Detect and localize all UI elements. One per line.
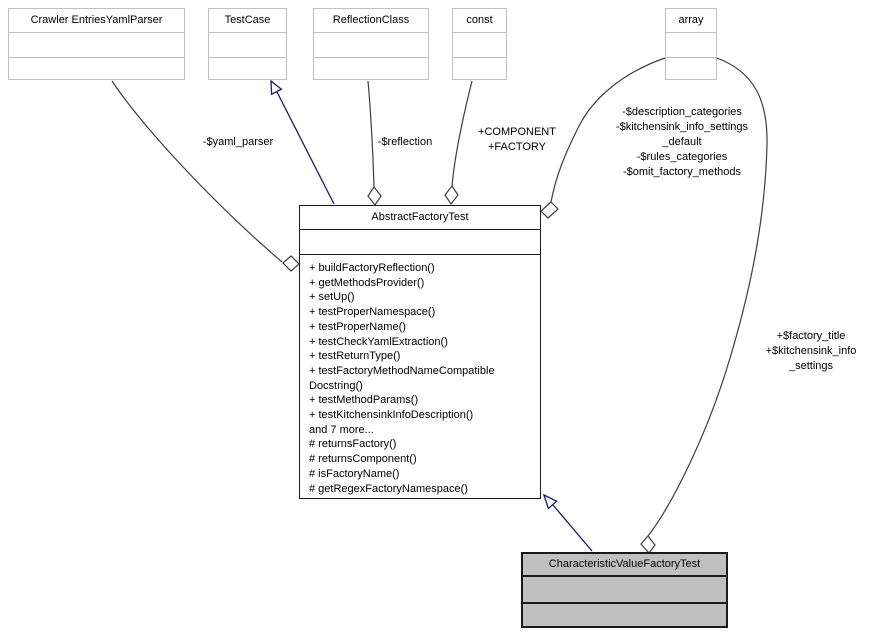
method-line: Docstring() [309, 379, 363, 392]
method-line: + testProperName() [309, 320, 406, 333]
edge-label-component-factory: +COMPONENT +FACTORY [478, 126, 556, 153]
methods-compartment: + buildFactoryReflection() + getMethodsP… [300, 255, 540, 496]
methods-compartment [523, 604, 726, 626]
edge-label-array-to-abstract: -$description_categories -$kitchensink_i… [615, 106, 749, 178]
association-edge-array-to-characteristic [647, 57, 768, 537]
attributes-compartment [300, 230, 540, 255]
class-node-abstract-factory-test[interactable]: AbstractFactoryTest + buildFactoryReflec… [299, 205, 541, 499]
class-node-const[interactable]: const [452, 8, 507, 80]
aggregation-diamond [444, 184, 459, 206]
methods-compartment [9, 58, 184, 80]
edge-label-reflection: -$reflection [377, 136, 433, 148]
methods-compartment [453, 58, 506, 80]
method-line: # returnsComponent() [309, 453, 417, 466]
class-node-reflection-class[interactable]: ReflectionClass [313, 8, 429, 80]
inheritance-edge-testcase [276, 91, 335, 205]
inheritance-arrow [270, 79, 283, 96]
inheritance-arrow [542, 493, 558, 510]
association-edge-reflection [367, 80, 375, 188]
method-line: + testMethodParams() [309, 394, 419, 407]
class-title: array [666, 9, 716, 33]
class-node-characteristic-value-factory-test[interactable]: CharacteristicValueFactoryTest [521, 552, 728, 628]
class-node-crawler-entries-yaml-parser[interactable]: Crawler EntriesYamlParser [8, 8, 185, 80]
aggregation-diamond [540, 201, 559, 219]
method-line: + getMethodsProvider() [309, 276, 425, 289]
method-line: + testKitchensinkInfoDescription() [309, 409, 474, 422]
aggregation-diamond [367, 185, 382, 207]
attributes-compartment [9, 33, 184, 58]
method-line: # getRegexFactoryNamespace() [309, 482, 468, 495]
method-line: # isFactoryName() [309, 467, 400, 480]
method-line: + setUp() [309, 291, 355, 304]
method-line: + testReturnType() [309, 350, 401, 363]
class-title: CharacteristicValueFactoryTest [523, 554, 726, 577]
class-node-array[interactable]: array [665, 8, 717, 80]
methods-compartment [666, 58, 716, 80]
aggregation-diamond [640, 535, 656, 554]
method-line: + buildFactoryReflection() [309, 262, 435, 274]
class-title: Crawler EntriesYamlParser [9, 9, 184, 33]
method-line: + testCheckYamlExtraction() [309, 335, 448, 348]
methods-compartment [209, 58, 286, 80]
edge-label-yaml-parser: -$yaml_parser [202, 136, 274, 148]
class-title: TestCase [209, 9, 286, 33]
inheritance-edge-characteristic [552, 504, 593, 552]
association-edge-array-to-abstract [550, 57, 666, 203]
class-title: AbstractFactoryTest [300, 206, 540, 230]
attributes-compartment [314, 33, 428, 58]
edge-label-array-to-characteristic: +$factory_title +$kitchensink_info _sett… [765, 330, 857, 372]
association-edge-component-factory [451, 80, 473, 187]
method-line: and 7 more... [309, 423, 374, 436]
attributes-compartment [523, 577, 726, 604]
aggregation-diamond [282, 255, 300, 272]
attributes-compartment [209, 33, 286, 58]
method-line: + testFactoryMethodNameCompatible [309, 364, 495, 377]
attributes-compartment [666, 33, 716, 58]
class-title: const [453, 9, 506, 33]
class-title: ReflectionClass [314, 9, 428, 33]
method-line: + testProperNamespace() [309, 306, 436, 319]
method-line: # returnsFactory() [309, 438, 397, 451]
attributes-compartment [453, 33, 506, 58]
class-node-test-case[interactable]: TestCase [208, 8, 287, 80]
association-edge-yaml-parser [111, 80, 283, 263]
methods-compartment [314, 58, 428, 80]
